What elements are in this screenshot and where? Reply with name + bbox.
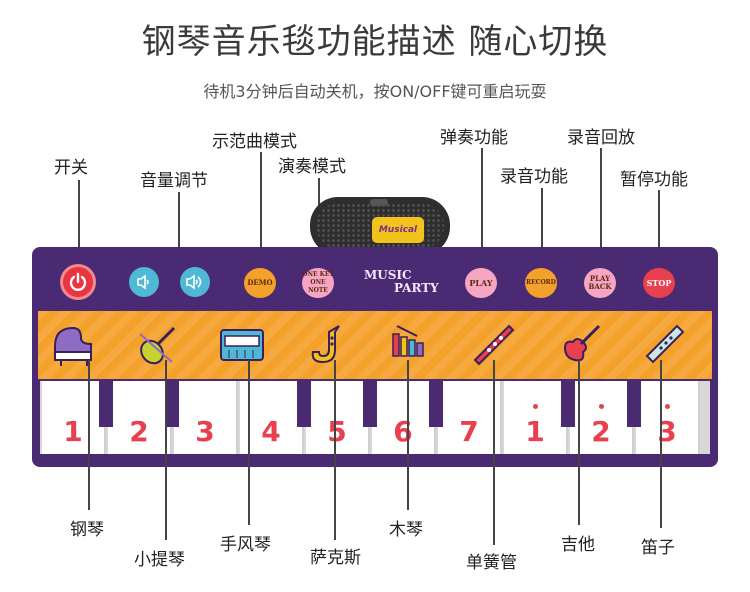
key-number: 2 xyxy=(129,415,149,448)
black-key[interactable] xyxy=(561,381,575,427)
label-power: 开关 xyxy=(54,158,88,178)
connector-line xyxy=(493,360,495,545)
high-octave-dot xyxy=(533,404,538,409)
connector-line xyxy=(600,148,602,268)
volume-up-icon xyxy=(186,274,202,290)
power-icon xyxy=(69,272,87,291)
saxophone-icon[interactable] xyxy=(302,319,354,371)
key-number: 1 xyxy=(63,415,83,448)
connector-line xyxy=(407,360,409,510)
key-number: 4 xyxy=(261,415,281,448)
stop-button[interactable]: STOP xyxy=(643,268,675,298)
piano-key[interactable]: 5 xyxy=(306,381,370,454)
piano-key[interactable]: 1 xyxy=(42,381,106,454)
label-violin: 小提琴 xyxy=(134,550,185,570)
piano-key[interactable]: 4 xyxy=(240,381,304,454)
connector-line xyxy=(178,192,180,262)
volume-up-button[interactable] xyxy=(180,267,210,297)
connector-line xyxy=(578,360,580,525)
label-flute: 笛子 xyxy=(641,538,675,558)
label-volume: 音量调节 xyxy=(140,171,208,191)
high-octave-dot xyxy=(599,404,604,409)
connector-line xyxy=(248,360,250,525)
key-number: 2 xyxy=(591,415,611,448)
instrument-strip xyxy=(38,311,712,379)
label-piano: 钢琴 xyxy=(70,520,104,540)
black-key[interactable] xyxy=(297,381,311,427)
clarinet-icon[interactable] xyxy=(468,319,520,371)
music-party-line2: PARTY xyxy=(394,281,439,295)
key-number: 6 xyxy=(393,415,413,448)
black-key[interactable] xyxy=(429,381,443,427)
black-key[interactable] xyxy=(363,381,377,427)
piano-key[interactable]: 1 xyxy=(504,381,568,454)
connector-line xyxy=(88,360,90,510)
connector-line xyxy=(481,148,483,268)
piano-icon[interactable] xyxy=(48,319,100,371)
control-panel: DEMO ONE KEY ONE NOTE MUSIC PARTY PLAY R… xyxy=(32,247,718,311)
speaker-knob xyxy=(370,199,388,206)
label-playback: 录音回放 xyxy=(567,128,635,148)
record-button[interactable]: RECORD xyxy=(525,268,557,298)
label-play-mode: 演奏模式 xyxy=(278,157,346,177)
play-back-button[interactable]: PLAY BACK xyxy=(584,268,616,298)
music-party-line1: MUSIC xyxy=(364,268,412,282)
piano-key[interactable]: 2 xyxy=(570,381,634,454)
key-number: 7 xyxy=(459,415,479,448)
label-record-function: 录音功能 xyxy=(500,167,568,187)
piano-key[interactable]: 2 xyxy=(108,381,172,454)
piano-key[interactable]: 3 xyxy=(174,381,238,454)
connector-line xyxy=(260,152,262,267)
label-demo-mode: 示范曲模式 xyxy=(212,132,297,152)
connector-line xyxy=(660,360,662,528)
volume-down-button[interactable] xyxy=(129,267,159,297)
demo-button[interactable]: DEMO xyxy=(244,268,276,298)
piano-key[interactable]: 6 xyxy=(372,381,436,454)
label-clarinet: 单簧管 xyxy=(466,553,517,573)
connector-line xyxy=(658,190,660,268)
black-key[interactable] xyxy=(99,381,113,427)
power-button[interactable] xyxy=(60,264,96,300)
key-number: 5 xyxy=(327,415,347,448)
flute-icon[interactable] xyxy=(638,319,690,371)
black-key[interactable] xyxy=(627,381,641,427)
label-accordion: 手风琴 xyxy=(220,535,271,555)
piano-keyboard: 1 2 3 4 5 6 7 1 2 3 xyxy=(40,381,710,454)
connector-line xyxy=(78,180,80,262)
high-octave-dot xyxy=(665,404,670,409)
label-xylophone: 木琴 xyxy=(389,520,423,540)
xylophone-icon[interactable] xyxy=(384,319,436,371)
one-key-button[interactable]: ONE KEY ONE NOTE xyxy=(302,268,334,298)
play-button[interactable]: PLAY xyxy=(465,268,497,298)
label-saxophone: 萨克斯 xyxy=(310,548,361,568)
page-title: 钢琴音乐毯功能描述 随心切换 xyxy=(141,22,609,62)
accordion-icon[interactable] xyxy=(216,319,268,371)
piano-key[interactable]: 3 xyxy=(636,381,700,454)
connector-line xyxy=(165,360,167,540)
violin-icon[interactable] xyxy=(131,319,183,371)
volume-down-icon xyxy=(137,274,149,290)
label-play-function: 弹奏功能 xyxy=(440,128,508,148)
music-party-logo: MUSIC PARTY xyxy=(364,269,454,295)
key-number: 3 xyxy=(657,415,677,448)
page-subtitle: 待机3分钟后自动关机，按ON/OFF键可重启玩耍 xyxy=(203,82,547,101)
connector-line xyxy=(334,360,336,540)
connector-line xyxy=(541,188,543,268)
key-number: 3 xyxy=(195,415,215,448)
label-pause: 暂停功能 xyxy=(620,170,688,190)
black-key[interactable] xyxy=(165,381,179,427)
guitar-icon[interactable] xyxy=(554,319,606,371)
musical-mat-badge: Musical mat xyxy=(372,217,424,261)
key-number: 1 xyxy=(525,415,545,448)
piano-key[interactable]: 7 xyxy=(438,381,502,454)
label-guitar: 吉他 xyxy=(561,535,595,555)
